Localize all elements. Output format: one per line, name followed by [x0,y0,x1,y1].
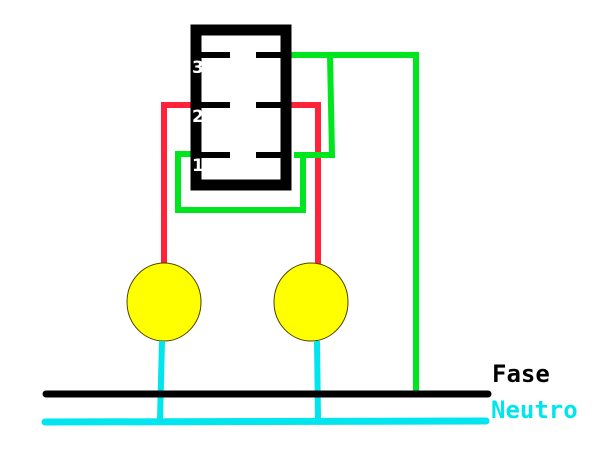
neutro-label: Neutro [491,396,578,424]
right-lamp-wire [290,102,321,266]
lamp-left [126,262,202,342]
neutro-line [41,417,490,426]
return-wire-branch [294,54,336,158]
terminal-label-1: 1 [192,156,204,176]
fase-label: Fase [492,360,550,388]
right-neutral-drop [314,340,321,421]
bridge-wire-loop [175,151,306,213]
terminal-label-3: 3 [192,58,204,78]
switch-contacts [200,52,284,158]
lamp-right [273,262,349,342]
left-neutral-drop [157,340,165,421]
terminal-label-2: 2 [192,107,204,127]
left-lamp-wire [161,102,192,266]
